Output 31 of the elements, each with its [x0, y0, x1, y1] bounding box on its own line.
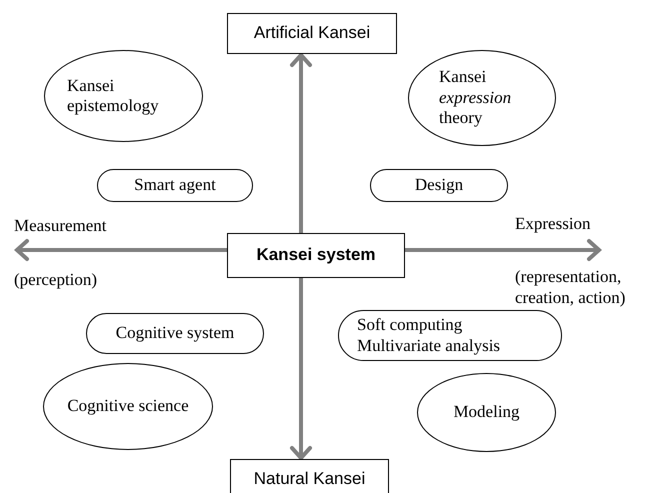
- rounded-node: [86, 313, 264, 354]
- central-box: [227, 233, 405, 278]
- axis-note: (perception): [14, 270, 98, 290]
- node-label: Kansei expression theory: [439, 67, 512, 129]
- ellipse-node: [417, 373, 556, 452]
- node-label: Kansei epistemology: [67, 76, 160, 116]
- node-label: Smart agent: [134, 175, 216, 196]
- node-label: Kansei system: [256, 245, 376, 266]
- node-label: Modeling: [453, 402, 520, 423]
- node-label: Cognitive science: [67, 396, 189, 417]
- arrow: [290, 53, 312, 233]
- axis-label: Expression: [515, 214, 591, 234]
- node-label: Cognitive system: [116, 323, 234, 344]
- node-label: Natural Kansei: [254, 468, 366, 490]
- rounded-node: [97, 169, 253, 202]
- process-box: [227, 13, 397, 54]
- ellipse-node: [408, 50, 556, 146]
- process-box: [230, 459, 389, 493]
- arrow: [290, 278, 312, 460]
- node-label: Soft computing: [357, 315, 462, 336]
- rounded-node: [338, 310, 562, 361]
- node-label: Artificial Kansei: [254, 23, 370, 44]
- axis-label: Measurement: [14, 216, 107, 236]
- ellipse-node: [43, 363, 213, 450]
- rounded-node: [370, 169, 508, 202]
- axis-note: (representation, creation, action): [515, 267, 626, 308]
- ellipse-node: [44, 50, 203, 142]
- arrow: [405, 239, 601, 261]
- node-label: Multivariate analysis: [357, 336, 500, 356]
- arrow: [15, 239, 227, 261]
- node-label: Design: [414, 175, 464, 196]
